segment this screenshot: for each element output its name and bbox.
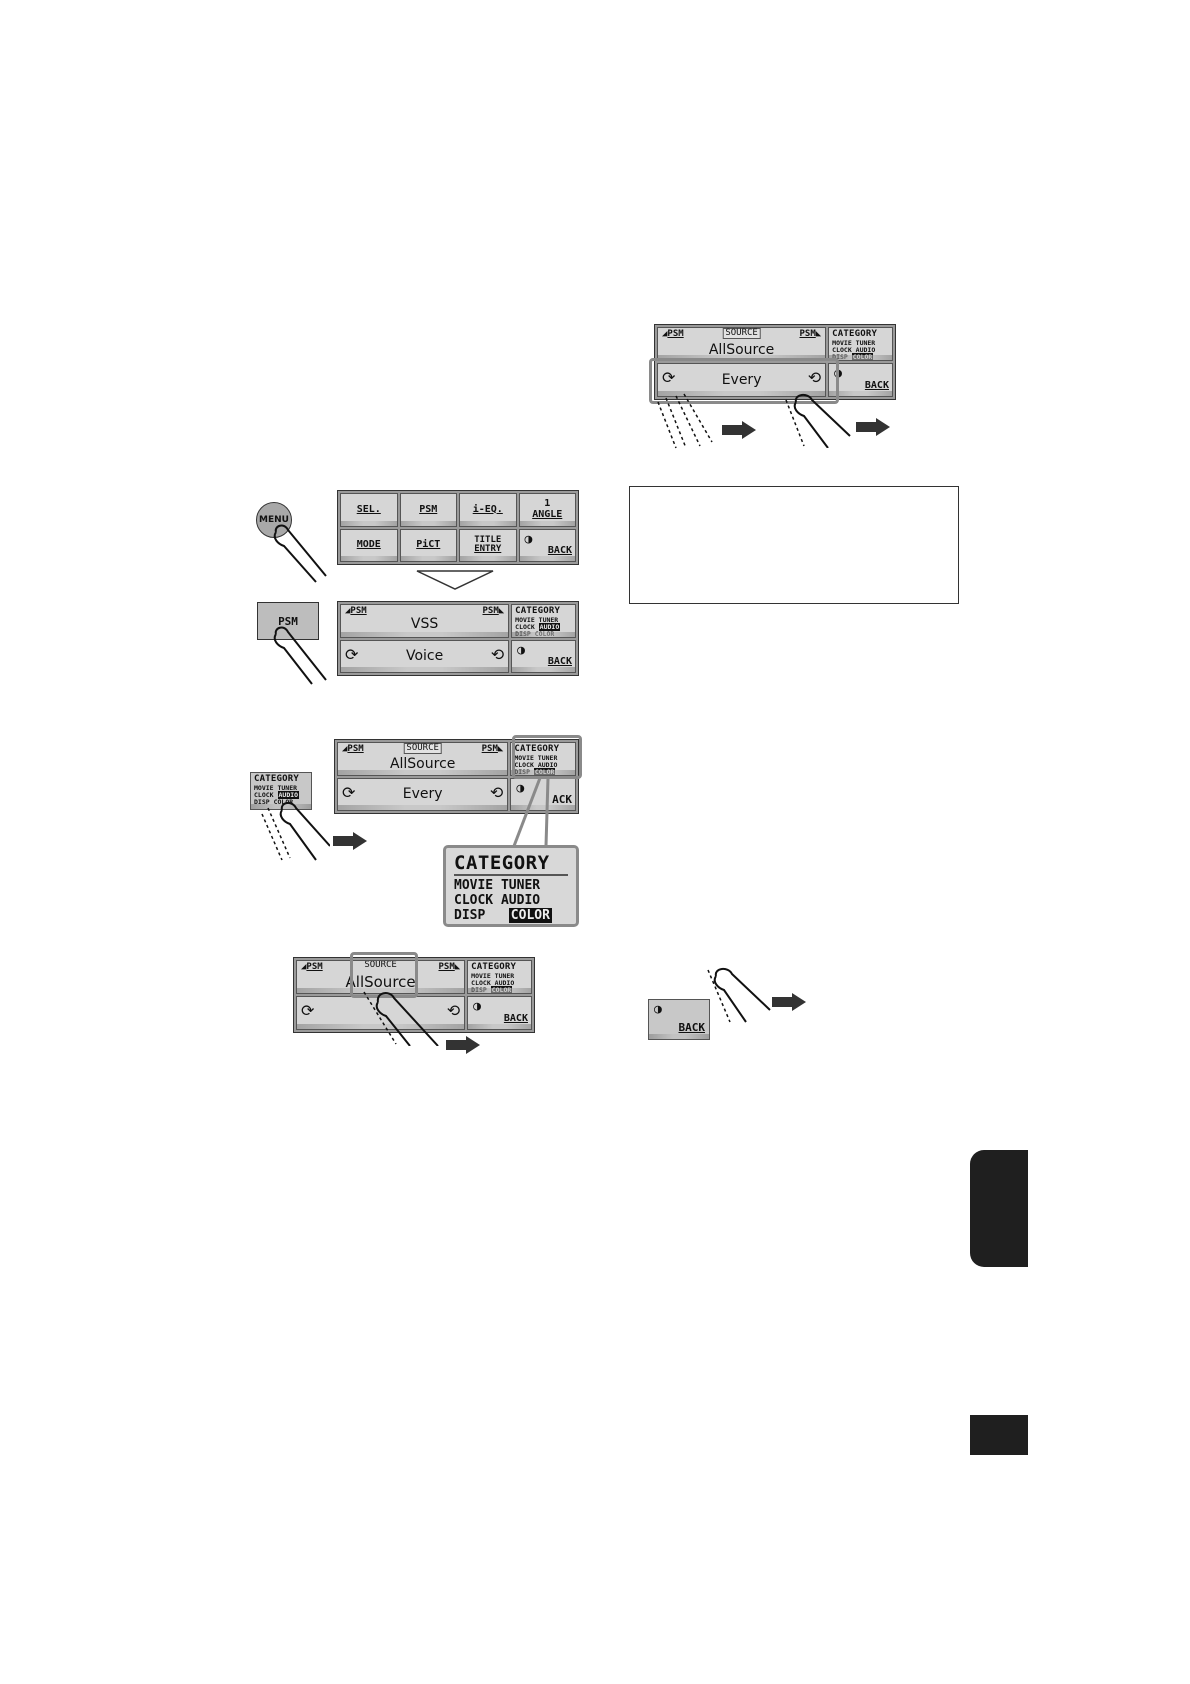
note-box: [629, 486, 959, 604]
back-key[interactable]: ◑BACK: [467, 996, 532, 1030]
psm-button[interactable]: PSM: [257, 602, 319, 640]
right-arrow-icon: [333, 832, 367, 850]
every-panel[interactable]: ⟳ Every ⟲: [657, 363, 827, 397]
right-arrow-icon: [856, 418, 890, 436]
knob-icon: ◑: [517, 642, 525, 658]
knob-icon: ◑: [516, 780, 525, 796]
category-key[interactable]: CATEGORY MOVIE TUNER CLOCK AUDIO DISP CO…: [510, 742, 576, 776]
down-arrow-icon: [416, 570, 494, 590]
section-tab: [970, 1150, 1028, 1267]
finger-icon: [785, 394, 851, 448]
back-key[interactable]: ◑BACK: [518, 528, 576, 562]
voice-value: Voice: [405, 647, 444, 664]
menu-button[interactable]: MENU: [256, 502, 292, 538]
category-button[interactable]: CATEGORY MOVIE TUNER CLOCK AUDIO DISP CO…: [250, 772, 312, 810]
category-zoom: CATEGORY MOVIE TUNER CLOCK AUDIO DISP CO…: [443, 845, 579, 927]
right-arrow-icon: [446, 1036, 480, 1054]
vss-value: VSS: [410, 616, 439, 633]
psm-left-label: PSM: [350, 606, 367, 616]
knob-icon: ◑: [524, 531, 533, 547]
finger-icon: [707, 968, 771, 1023]
menu-button-label: MENU: [259, 515, 289, 525]
right-arrow-icon: [722, 421, 756, 439]
source-highlight: [350, 952, 418, 998]
back-key[interactable]: ◑ACK: [510, 777, 576, 811]
finger-icon: [261, 802, 330, 861]
psm-button-label: PSM: [278, 614, 298, 628]
category-key[interactable]: CATEGORY MOVIE TUNER CLOCK AUDIO DISP CO…: [511, 604, 576, 638]
source-top-panel[interactable]: ◢PSM SOURCE AllSource PSM◣: [657, 327, 827, 361]
pict-key[interactable]: PiCT: [399, 528, 457, 562]
knob-icon: ◑: [473, 999, 481, 1014]
voice-panel[interactable]: ⟳ Voice ⟲: [340, 639, 510, 673]
psm-right-label: PSM: [482, 606, 499, 616]
vss-screen: ◢PSM VSS PSM◣ CATEGORY MOVIE TUNER CLOCK…: [337, 601, 579, 676]
source-top-panel[interactable]: ◢PSM SOURCE AllSource PSM◣: [337, 742, 509, 776]
knob-icon: ◑: [654, 1002, 662, 1017]
back-key[interactable]: ◑BACK: [511, 639, 576, 673]
ieq-key[interactable]: i-EQ.: [459, 493, 517, 527]
page-number-tab: [970, 1415, 1028, 1455]
finger-icon: [273, 626, 327, 685]
finger-icon: [363, 991, 439, 1046]
right-arrow-icon: [772, 993, 806, 1011]
back-button-label: BACK: [678, 1020, 706, 1034]
zoom-connector: [512, 778, 550, 846]
category-key[interactable]: CATEGORY MOVIE TUNER CLOCK AUDIO DISP CO…: [467, 960, 532, 994]
vss-top-panel[interactable]: ◢PSM VSS PSM◣: [340, 604, 510, 638]
source-top-panel[interactable]: ◢PSM SOURCE AllSource PSM◣: [296, 960, 466, 994]
category-key[interactable]: CATEGORY MOVIE TUNER CLOCK AUDIO DISP CO…: [828, 327, 893, 361]
finger-icon: [657, 393, 713, 449]
sel-key[interactable]: SEL.: [340, 493, 398, 527]
back-button[interactable]: ◑ BACK: [648, 999, 710, 1040]
finger-icon: [273, 524, 327, 583]
category-highlight: [512, 735, 582, 779]
psm-key[interactable]: PSM: [399, 493, 457, 527]
allsource-value: AllSource: [389, 756, 456, 773]
every-panel[interactable]: ⟳ Every ⟲: [337, 777, 509, 811]
every-highlight: [649, 358, 839, 404]
mode-key[interactable]: MODE: [340, 528, 398, 562]
